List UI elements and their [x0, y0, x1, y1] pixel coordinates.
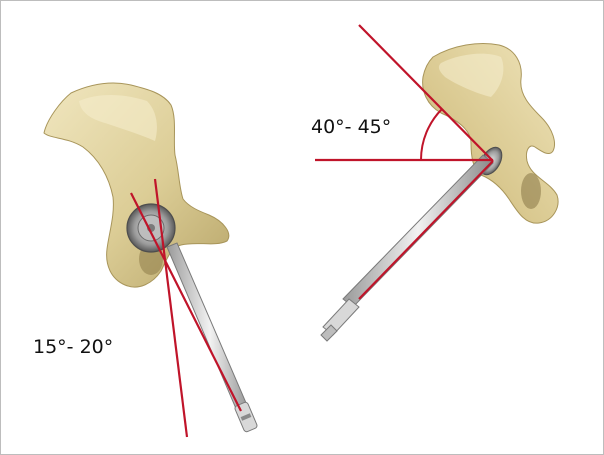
left-inserter-rod	[167, 243, 258, 433]
left-view	[44, 83, 258, 437]
right-inclination-line	[359, 161, 493, 299]
right-angle-label: 40°- 45°	[311, 118, 391, 137]
right-view	[315, 25, 558, 341]
left-angle-label: 15°- 20°	[33, 338, 113, 357]
right-angle-arc	[421, 109, 442, 160]
right-obturator-foramen	[521, 173, 541, 209]
